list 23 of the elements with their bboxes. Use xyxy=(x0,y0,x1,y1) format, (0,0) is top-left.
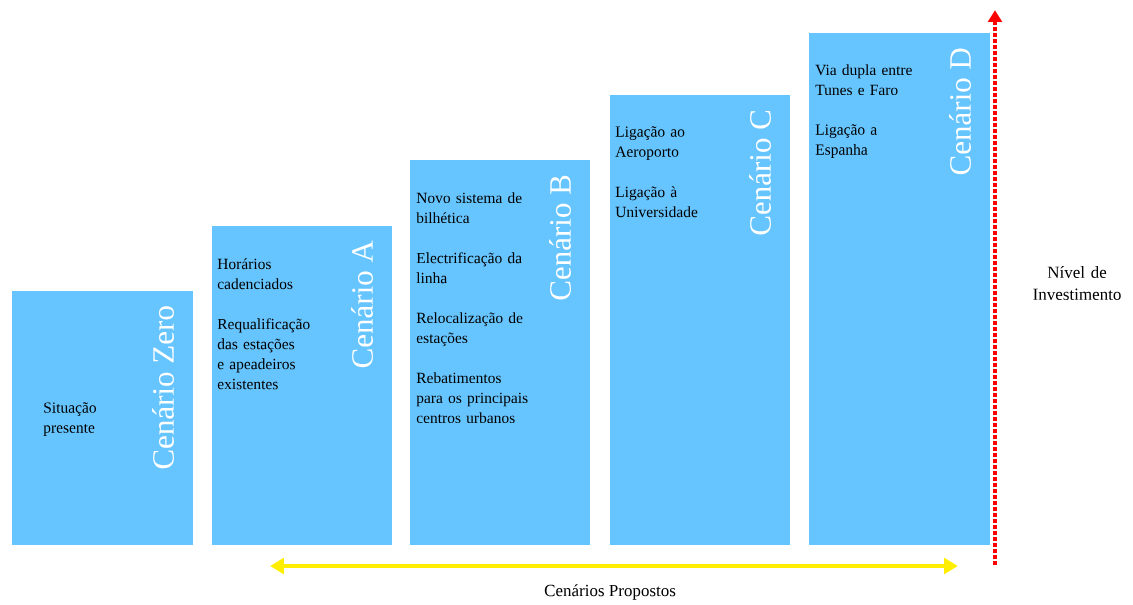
scenario-heading: Cenário Zero xyxy=(152,306,174,469)
list-item: Novo sistema de bilhética xyxy=(416,192,522,224)
list-item: Via dupla entre Tunes e Faro xyxy=(815,64,912,96)
axis-label: Cenários Propostos xyxy=(544,584,676,600)
scenario-bar xyxy=(610,95,790,545)
scenario-bar xyxy=(809,33,990,545)
scenario-heading: Cenário B xyxy=(549,175,571,300)
list-item: Relocalização de estações xyxy=(416,312,523,347)
list-item: Electrificação da linha xyxy=(416,252,522,284)
list-item: Ligação à Universidade xyxy=(615,186,698,218)
scenario-heading: Cenário A xyxy=(351,240,373,368)
list-item: Requalificação das estações e apeadeiros existentes xyxy=(217,318,310,390)
list-item: Ligação a Espanha xyxy=(815,124,877,158)
scenario-heading: Cenário D xyxy=(949,48,971,175)
scenario-bar xyxy=(410,160,590,545)
scenario-bar xyxy=(12,291,193,545)
list-item: Situação presente xyxy=(43,402,96,436)
scenario-bar xyxy=(212,226,392,545)
list-item: Rebatimentos para os principais centros urbanos xyxy=(416,372,528,424)
axis-label: Nível de Investimento xyxy=(1033,266,1121,300)
list-item: Ligação ao Aeroporto xyxy=(615,126,685,160)
scenario-heading: Cenário C xyxy=(749,110,771,235)
list-item: Horários cadenciados xyxy=(217,258,293,290)
